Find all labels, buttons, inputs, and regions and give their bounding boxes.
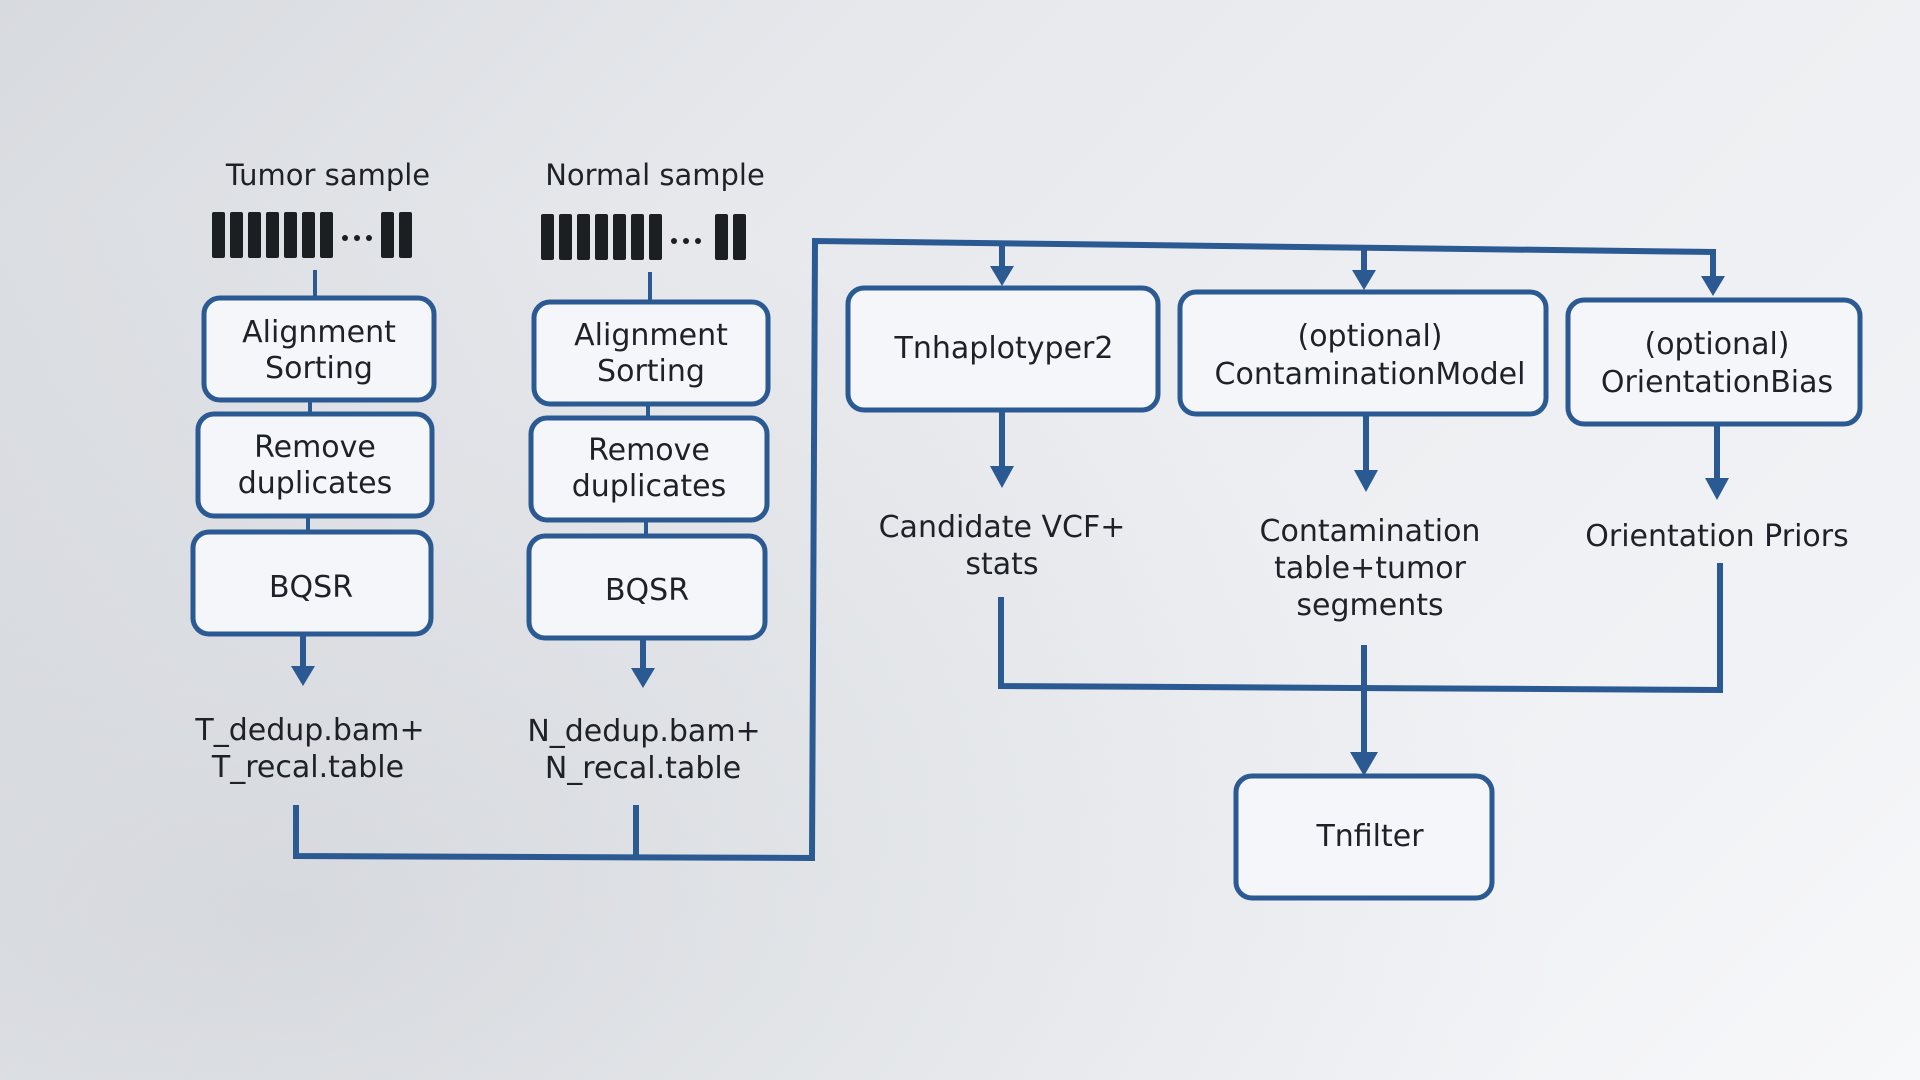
contamination-node: (optional) ContaminationModel Contaminat… [1177, 289, 1549, 623]
tumor-alignment-line1: Alignment [242, 315, 396, 350]
normal-remove-dup-line2: duplicates [572, 469, 727, 504]
contamination-output-line1: Contamination [1260, 514, 1481, 549]
tumor-bqsr-label: BQSR [269, 570, 353, 605]
normal-remove-dup-box [528, 415, 770, 523]
orientation-line1: (optional) [1645, 327, 1790, 362]
tumor-output-line1: T_dedup.bam+ [194, 713, 424, 748]
tumor-remove-dup-line1: Remove [254, 430, 376, 465]
normal-sample-title: Normal sample [545, 158, 765, 192]
contamination-line1: (optional) [1298, 319, 1443, 354]
contamination-output-line2: table+tumor [1274, 551, 1466, 586]
orientation-output-line1: Orientation Priors [1585, 519, 1848, 554]
normal-alignment-line2: Sorting [597, 354, 705, 389]
contamination-line2: ContaminationModel [1215, 357, 1526, 392]
normal-bqsr-label: BQSR [605, 573, 689, 608]
tumor-bqsr-box [190, 529, 434, 637]
merge-connector [293, 237, 1717, 862]
tnfilter-node: Tnfilter [1233, 773, 1495, 901]
orientation-node: (optional) OrientationBias Orientation P… [1565, 297, 1863, 554]
tnhaplotyper-label: Tnhaplotyper2 [894, 331, 1114, 366]
tumor-remove-dup-box [195, 411, 435, 519]
normal-alignment-line1: Alignment [574, 318, 728, 353]
normal-remove-dup-line1: Remove [588, 433, 710, 468]
tnhaplotyper-node: Tnhaplotyper2 Candidate VCF+ stats [845, 285, 1161, 582]
tnfilter-label: Tnfilter [1315, 819, 1424, 854]
tumor-column: Tumor sample Alignment Sorting Remove du… [190, 158, 437, 785]
contamination-output-line3: segments [1296, 588, 1443, 623]
tumor-output-line2: T_recal.table [211, 750, 404, 785]
orientation-box [1565, 297, 1863, 427]
tumor-reads-icon [212, 212, 412, 258]
normal-bqsr-box [526, 533, 768, 641]
tnhaplotyper-output-line2: stats [965, 547, 1038, 582]
tumor-remove-dup-line2: duplicates [238, 466, 393, 501]
tnfilter-box [1233, 773, 1495, 901]
normal-output-line2: N_recal.table [545, 751, 741, 786]
tnhaplotyper-output-line1: Candidate VCF+ [879, 510, 1126, 545]
tumor-sample-title: Tumor sample [225, 158, 430, 192]
orientation-line2: OrientationBias [1601, 365, 1833, 400]
normal-alignment-box [531, 299, 771, 407]
tumor-alignment-box [201, 295, 437, 403]
normal-reads-icon [541, 214, 746, 260]
tumor-alignment-line2: Sorting [265, 351, 373, 386]
normal-column: Normal sample Alignment Sorting Remove d… [526, 158, 771, 786]
normal-output-line1: N_dedup.bam+ [527, 714, 760, 749]
filter-merge-connector [998, 563, 1723, 694]
